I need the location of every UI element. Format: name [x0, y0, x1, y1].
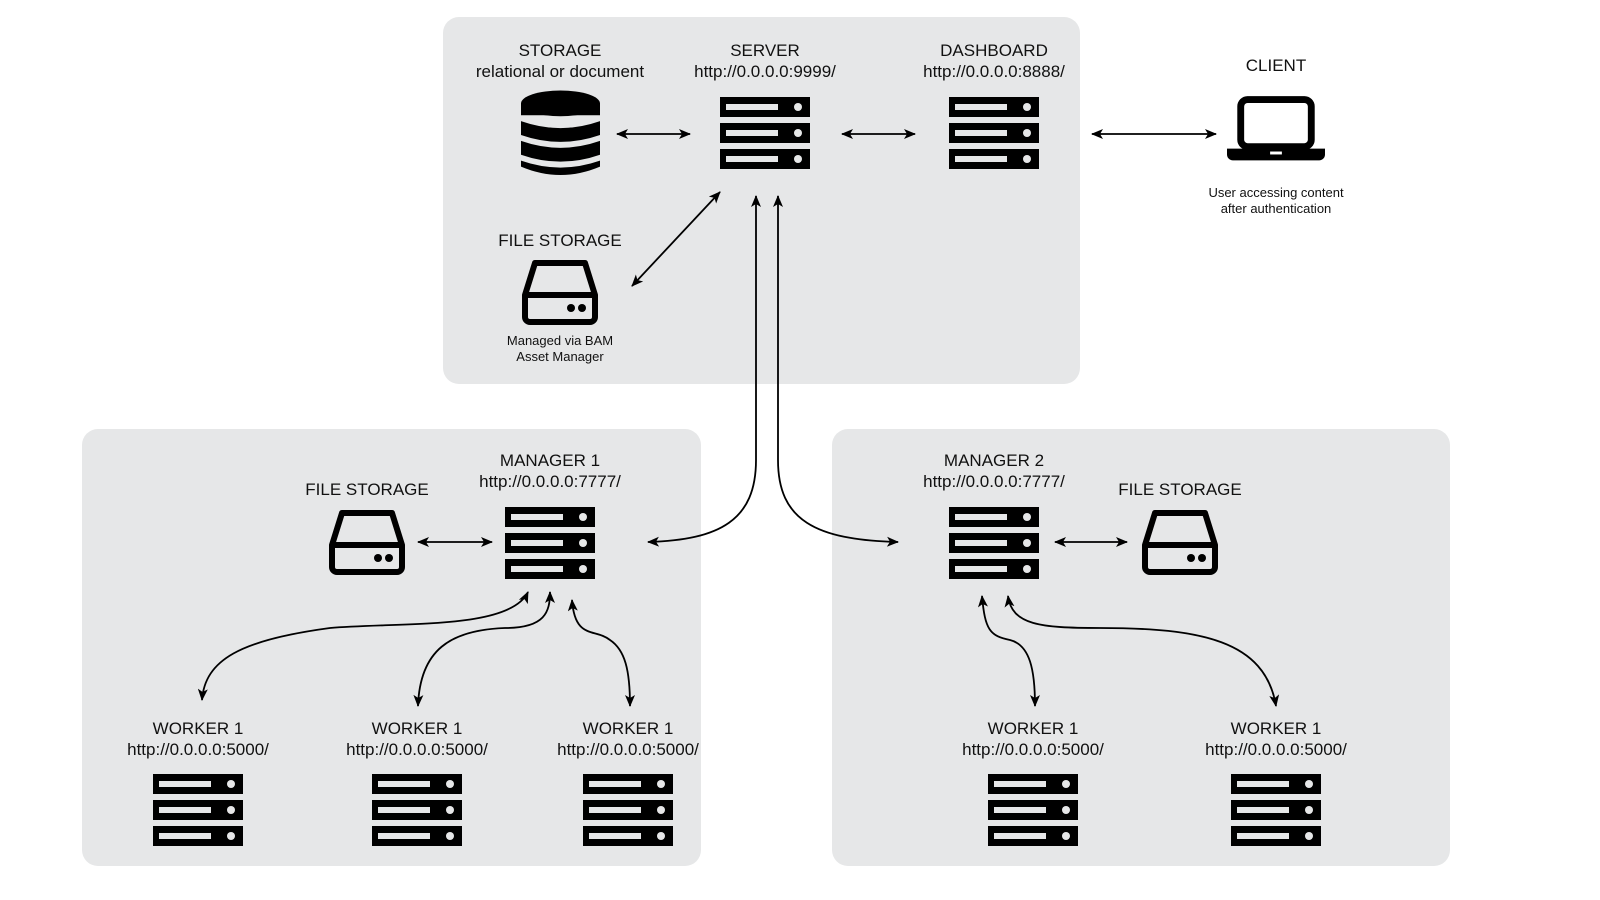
- core-file-storage-title: FILE STORAGE: [498, 231, 622, 250]
- worker-url: http://0.0.0.0:5000/: [346, 740, 488, 759]
- manager-1-subtitle: http://0.0.0.0:7777/: [479, 472, 621, 491]
- client-title: CLIENT: [1245, 56, 1307, 75]
- worker-3-label: WORKER 1 http://0.0.0.0:5000/: [557, 718, 699, 760]
- edge-manager1-worker2: [413, 591, 555, 707]
- manager-2-server-icon[interactable]: [949, 507, 1039, 579]
- m1-hard-drive-icon[interactable]: [328, 509, 406, 575]
- worker-2-server-icon[interactable]: [372, 774, 462, 846]
- manager-1-label: MANAGER 1 http://0.0.0.0:7777/: [479, 450, 621, 492]
- worker-url: http://0.0.0.0:5000/: [557, 740, 699, 759]
- manager-1-title: MANAGER 1: [499, 451, 601, 470]
- client-note-line1: User accessing content: [1208, 185, 1344, 200]
- worker-title: WORKER 1: [1230, 719, 1322, 738]
- worker-url: http://0.0.0.0:5000/: [127, 740, 269, 759]
- storage-subtitle: relational or document: [475, 62, 645, 81]
- worker-5-label: WORKER 1 http://0.0.0.0:5000/: [1205, 718, 1347, 760]
- worker-3-server-icon[interactable]: [583, 774, 673, 846]
- worker-1-server-icon[interactable]: [153, 774, 243, 846]
- worker-4-server-icon[interactable]: [988, 774, 1078, 846]
- server-label: SERVER http://0.0.0.0:9999/: [694, 40, 836, 82]
- worker-title: WORKER 1: [987, 719, 1079, 738]
- core-file-storage-note: Managed via BAM Asset Manager: [507, 333, 613, 365]
- m2-file-storage-label: FILE STORAGE: [1118, 479, 1241, 500]
- manager-2-label: MANAGER 2 http://0.0.0.0:7777/: [923, 450, 1065, 492]
- dashboard-subtitle: http://0.0.0.0:8888/: [923, 62, 1065, 81]
- worker-title: WORKER 1: [371, 719, 463, 738]
- server-subtitle: http://0.0.0.0:9999/: [694, 62, 836, 81]
- m2-hard-drive-icon[interactable]: [1141, 509, 1219, 575]
- edge-server-manager2: [773, 195, 899, 547]
- client-note: User accessing content after authenticat…: [1208, 185, 1343, 217]
- server-icon[interactable]: [720, 97, 810, 169]
- dashboard-title: DASHBOARD: [940, 41, 1048, 60]
- client-note-line2: after authentication: [1220, 201, 1332, 216]
- m1-file-storage-label: FILE STORAGE: [305, 479, 428, 500]
- worker-1-label: WORKER 1 http://0.0.0.0:5000/: [127, 718, 269, 760]
- worker-url: http://0.0.0.0:5000/: [1205, 740, 1347, 759]
- server-title: SERVER: [730, 41, 800, 60]
- core-file-storage-label: FILE STORAGE: [498, 230, 621, 251]
- m1-file-storage-title: FILE STORAGE: [305, 480, 429, 499]
- worker-4-label: WORKER 1 http://0.0.0.0:5000/: [962, 718, 1104, 760]
- hard-drive-icon[interactable]: [521, 259, 599, 325]
- storage-title: STORAGE: [518, 41, 602, 60]
- manager-2-subtitle: http://0.0.0.0:7777/: [923, 472, 1065, 491]
- edge-manager1-worker1: [197, 591, 529, 701]
- edge-manager1-worker3: [567, 599, 635, 707]
- dashboard-server-icon[interactable]: [949, 97, 1039, 169]
- core-file-storage-note-line1: Managed via BAM: [506, 333, 614, 348]
- client-label: CLIENT: [1246, 55, 1306, 76]
- manager-1-server-icon[interactable]: [505, 507, 595, 579]
- worker-url: http://0.0.0.0:5000/: [962, 740, 1104, 759]
- laptop-icon[interactable]: [1227, 95, 1325, 161]
- core-file-storage-note-line2: Asset Manager: [516, 349, 604, 364]
- edge-manager2-worker5: [1004, 595, 1280, 707]
- worker-title: WORKER 1: [582, 719, 674, 738]
- database-icon[interactable]: [521, 89, 600, 179]
- manager-2-title: MANAGER 2: [943, 451, 1045, 470]
- worker-title: WORKER 1: [152, 719, 244, 738]
- worker-5-server-icon[interactable]: [1231, 774, 1321, 846]
- storage-label: STORAGE relational or document: [476, 40, 644, 82]
- worker-2-label: WORKER 1 http://0.0.0.0:5000/: [346, 718, 488, 760]
- edge-server-filestorage: [631, 191, 721, 287]
- dashboard-label: DASHBOARD http://0.0.0.0:8888/: [923, 40, 1065, 82]
- edge-manager2-worker4: [977, 595, 1040, 707]
- edge-server-manager1: [647, 195, 761, 547]
- m2-file-storage-title: FILE STORAGE: [1118, 480, 1242, 499]
